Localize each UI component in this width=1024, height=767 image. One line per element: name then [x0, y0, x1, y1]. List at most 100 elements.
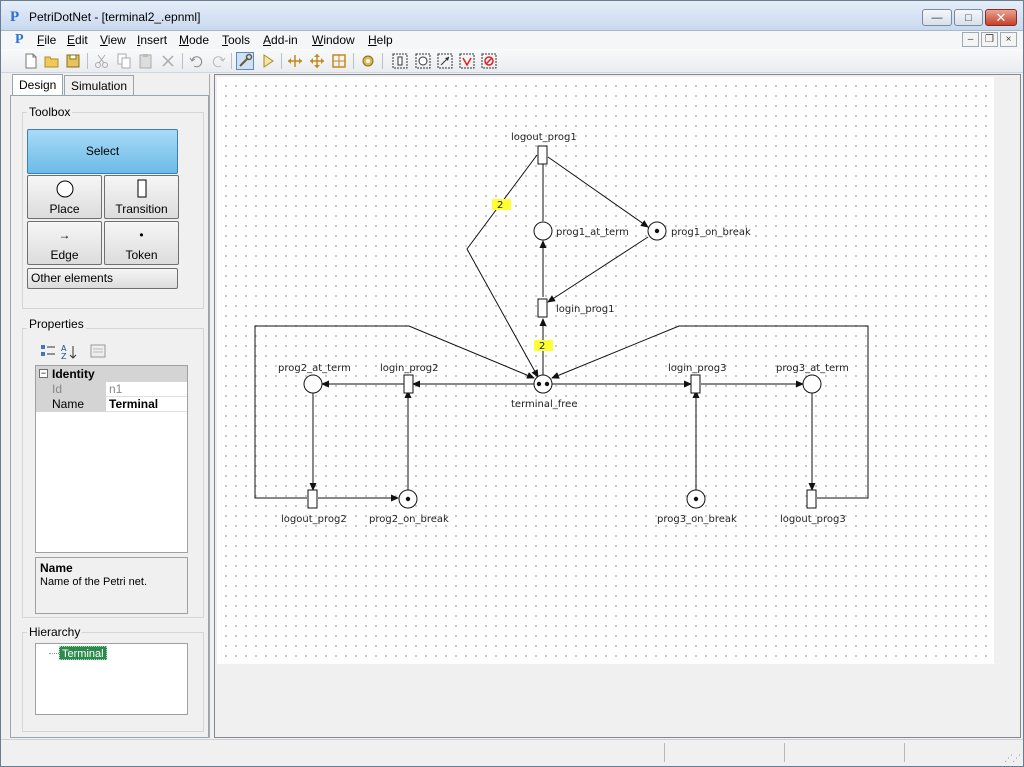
vertical-scrollbar[interactable] — [994, 76, 1020, 663]
select-place-icon[interactable] — [414, 52, 432, 70]
transition-login-prog2[interactable] — [403, 374, 414, 394]
dot-icon: • — [139, 228, 144, 242]
transitions — [307, 145, 817, 509]
arc-logout-prog2-to-terminal-free[interactable] — [254, 325, 535, 499]
transition-login-prog1[interactable] — [537, 298, 548, 318]
arc-prog1-on-break-to-login-prog1[interactable] — [547, 236, 649, 303]
panel-splitter[interactable] — [209, 74, 214, 738]
token-tool-label: Token — [125, 248, 158, 262]
arc-logout-prog1-to-prog1-on-break[interactable] — [547, 156, 649, 228]
collapse-icon[interactable]: − — [39, 368, 48, 378]
document-logo-icon: P — [15, 32, 24, 47]
hierarchy-group — [22, 632, 204, 732]
hierarchy-title: Hierarchy — [27, 625, 83, 639]
paste-graphic — [139, 54, 152, 69]
property-row-name[interactable]: Name Terminal — [36, 397, 187, 412]
design-tab-body: Toolbox Select Place Transition → Edge •… — [10, 95, 209, 738]
property-pages-icon[interactable] — [89, 344, 107, 360]
mdi-minimize-button[interactable]: – — [962, 32, 979, 47]
other-elements-button[interactable]: Other elements — [27, 268, 178, 289]
open-folder-icon[interactable] — [43, 52, 61, 70]
menu-file[interactable]: File — [37, 33, 57, 47]
title-bar[interactable]: P PetriDotNet - [terminal2_.epnml] — □ ✕ — [1, 1, 1023, 31]
toolbox-title: Toolbox — [27, 105, 73, 119]
transition-login-prog3[interactable] — [690, 374, 701, 394]
select-deadlock-icon[interactable] — [458, 52, 476, 70]
transition-logout-prog3[interactable] — [806, 489, 817, 509]
delete-icon[interactable] — [159, 52, 177, 70]
settings-icon[interactable] — [359, 52, 377, 70]
transition-logout-prog1[interactable] — [537, 145, 548, 165]
redo-icon[interactable] — [209, 52, 227, 70]
place-prog2-at-term[interactable] — [303, 374, 323, 394]
label-login-prog2: login_prog2 — [380, 363, 438, 374]
minimize-button[interactable]: — — [922, 9, 952, 26]
properties-group — [22, 328, 204, 618]
undo-icon[interactable] — [188, 52, 206, 70]
menu-view[interactable]: View — [100, 33, 126, 47]
status-separator — [664, 743, 665, 762]
menu-help[interactable]: Help — [368, 33, 393, 47]
place-terminal-free[interactable] — [533, 374, 553, 394]
label-logout-prog2: logout_prog2 — [281, 514, 347, 525]
cut-icon[interactable] — [93, 52, 111, 70]
menu-window[interactable]: Window — [312, 33, 355, 47]
arc-logout-prog1-to-terminal-free[interactable] — [466, 154, 539, 378]
toolbox-group — [22, 112, 204, 309]
mdi-restore-button[interactable]: ❐ — [981, 32, 998, 47]
design-panel: Design Simulation Toolbox Select Place T… — [10, 74, 209, 738]
tab-design[interactable]: Design — [12, 74, 64, 96]
menu-tools[interactable]: Tools — [222, 33, 251, 47]
categorized-icon[interactable] — [39, 344, 57, 360]
paste-icon[interactable] — [137, 52, 155, 70]
select-cancel-graphic — [481, 53, 497, 69]
maximize-button[interactable]: □ — [954, 9, 983, 26]
arcs — [254, 154, 869, 502]
token — [536, 381, 542, 387]
copy-icon[interactable] — [115, 52, 133, 70]
place-prog1-at-term[interactable] — [533, 221, 553, 241]
label-login-prog1: login_prog1 — [556, 304, 614, 315]
label-terminal-free: terminal_free — [511, 399, 578, 410]
fit-view-icon[interactable] — [330, 52, 348, 70]
node-labels: logout_prog1 prog1_at_term prog1_on_brea… — [278, 132, 849, 525]
token — [654, 228, 660, 234]
transition-tool-button[interactable]: Transition — [104, 175, 179, 219]
select-cancel-icon[interactable] — [480, 52, 498, 70]
edge-tool-button[interactable]: → Edge — [27, 221, 102, 265]
property-row-id[interactable]: Id n1 — [36, 382, 187, 397]
place-tool-button[interactable]: Place — [27, 175, 102, 219]
property-value-name[interactable]: Terminal — [109, 397, 159, 411]
close-button[interactable]: ✕ — [985, 9, 1017, 26]
move-horizontal-icon[interactable] — [286, 52, 304, 70]
petri-net-canvas[interactable]: 2 2 logout_prog1 prog1_at_term prog1_on_… — [217, 77, 995, 664]
menu-add-in[interactable]: Add-in — [263, 33, 298, 47]
transition-logout-prog2[interactable] — [307, 489, 318, 509]
design-mode-icon[interactable] — [236, 52, 254, 70]
move-all-icon[interactable] — [308, 52, 326, 70]
save-icon[interactable] — [64, 52, 82, 70]
label-prog1-on-break: prog1_on_break — [671, 227, 751, 238]
select-tool-button[interactable]: Select — [27, 129, 178, 174]
arc-logout-prog3-to-terminal-free[interactable] — [551, 325, 869, 499]
select-arc-icon[interactable] — [436, 52, 454, 70]
property-category-identity[interactable]: − Identity — [36, 366, 187, 382]
menu-edit[interactable]: Edit — [67, 33, 88, 47]
tab-simulation[interactable]: Simulation — [64, 75, 135, 96]
new-document-icon[interactable] — [22, 52, 40, 70]
menu-insert[interactable]: Insert — [137, 33, 168, 47]
weight-label-login-prog1[interactable]: 2 — [539, 341, 545, 352]
mdi-close-button[interactable]: × — [1000, 32, 1017, 47]
hierarchy-node-terminal[interactable]: Terminal — [59, 646, 107, 660]
menu-mode[interactable]: Mode — [179, 33, 210, 47]
main-toolbar — [1, 49, 1023, 73]
property-key-id: Id — [36, 382, 106, 397]
token-tool-button[interactable]: • Token — [104, 221, 179, 265]
weight-label-logout-prog1[interactable]: 2 — [497, 200, 503, 211]
label-prog1-at-term: prog1_at_term — [556, 227, 629, 238]
resize-grip-icon[interactable]: ⋰⋰ — [1004, 753, 1021, 763]
run-icon[interactable] — [259, 52, 277, 70]
select-transition-icon[interactable] — [391, 52, 409, 70]
place-prog3-at-term[interactable] — [802, 374, 822, 394]
